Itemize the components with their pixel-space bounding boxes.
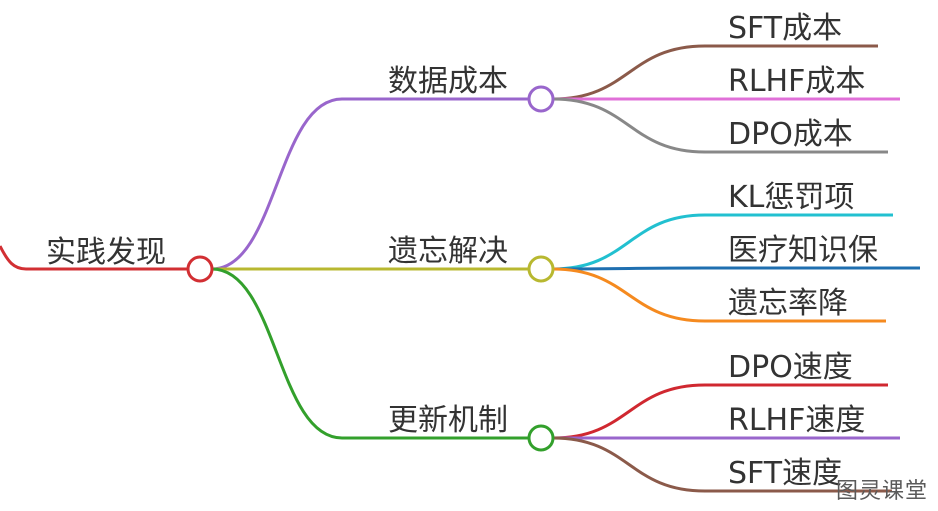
branch-label: 更新机制 xyxy=(388,403,508,438)
leaf-edge xyxy=(552,436,892,493)
edge-layer xyxy=(0,44,920,493)
watermark: 图灵课堂 xyxy=(835,479,928,504)
branch-node[interactable] xyxy=(527,85,555,113)
branch-label: 遗忘解决 xyxy=(388,234,508,269)
leaf-edge xyxy=(552,97,888,154)
leaf-label: DPO速度 xyxy=(728,350,853,385)
leaf-edge xyxy=(552,267,886,323)
leaf-edge xyxy=(552,44,878,101)
branch-label: 数据成本 xyxy=(388,64,508,99)
branch-node[interactable] xyxy=(527,255,555,283)
leaf-label: 遗忘率降 xyxy=(728,286,848,321)
branch-edge xyxy=(211,267,529,440)
root-label: 实践发现 xyxy=(46,235,166,270)
root-node[interactable] xyxy=(186,255,214,283)
leaf-label: SFT速度 xyxy=(728,456,842,491)
node-layer xyxy=(186,85,555,452)
leaf-edge xyxy=(552,266,920,271)
leaf-edge xyxy=(552,383,888,440)
leaf-label: RLHF成本 xyxy=(728,64,865,99)
root-edge xyxy=(0,245,188,271)
leaf-label: DPO成本 xyxy=(728,117,853,152)
branch-node[interactable] xyxy=(527,424,555,452)
branch-edge xyxy=(211,97,529,271)
leaf-label: 医疗知识保 xyxy=(728,233,878,268)
leaf-label: RLHF速度 xyxy=(728,403,865,438)
leaf-label: SFT成本 xyxy=(728,11,842,46)
leaf-label: KL惩罚项 xyxy=(728,180,854,215)
leaf-edge xyxy=(552,213,893,271)
